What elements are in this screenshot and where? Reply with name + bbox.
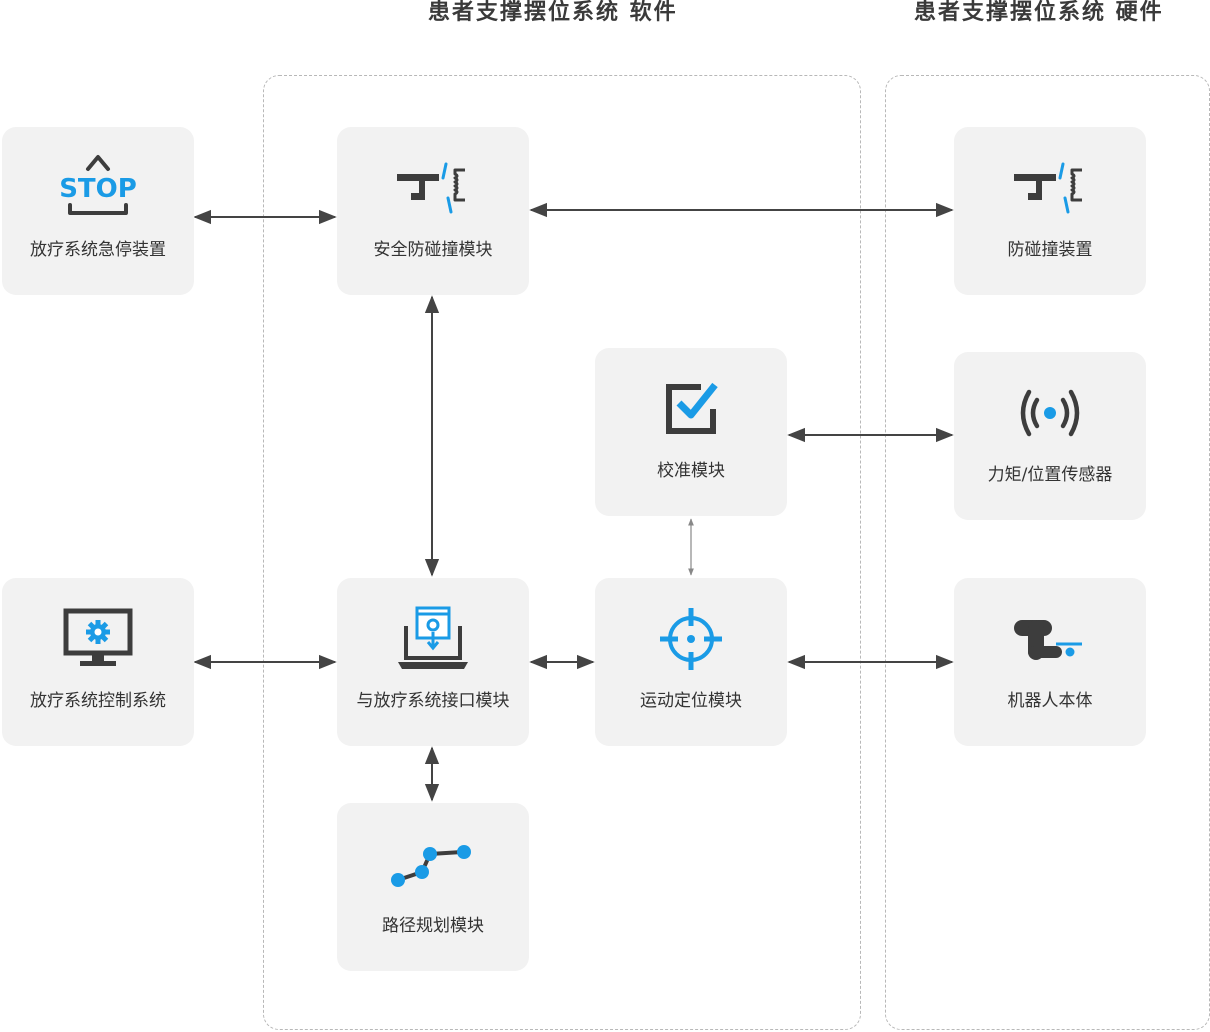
- node-robot: 机器人本体: [954, 578, 1146, 746]
- node-anticollision-label: 防碰撞装置: [1007, 240, 1093, 260]
- sensor-signal-icon: [954, 378, 1146, 448]
- crosshair-icon: [595, 604, 787, 674]
- software-section-title: 患者支撑摆位系统 软件: [428, 0, 678, 25]
- node-motion-label: 运动定位模块: [640, 691, 742, 711]
- node-motion: 运动定位模块: [595, 578, 787, 746]
- node-estop: STOP 放疗系统急停装置: [2, 127, 194, 295]
- path-icon: [337, 829, 529, 899]
- stop-text: STOP: [59, 174, 137, 204]
- laptop-interface-icon: [337, 604, 529, 674]
- node-control-label: 放疗系统控制系统: [30, 691, 166, 711]
- node-safety: 安全防碰撞模块: [337, 127, 529, 295]
- software-group: [263, 75, 861, 1030]
- node-calib: 校准模块: [595, 348, 787, 516]
- node-safety-label: 安全防碰撞模块: [373, 240, 493, 260]
- robot-arm-icon: [954, 604, 1146, 674]
- node-path-label: 路径规划模块: [382, 916, 484, 936]
- node-interface-label: 与放疗系统接口模块: [356, 691, 510, 711]
- hardware-section-title: 患者支撑摆位系统 硬件: [914, 0, 1164, 25]
- node-sensor: 力矩/位置传感器: [954, 352, 1146, 520]
- node-estop-label: 放疗系统急停装置: [30, 240, 166, 260]
- node-control: 放疗系统控制系统: [2, 578, 194, 746]
- node-interface: 与放疗系统接口模块: [337, 578, 529, 746]
- collision-icon: [337, 153, 529, 223]
- node-anticollision: 防碰撞装置: [954, 127, 1146, 295]
- node-robot-label: 机器人本体: [1007, 691, 1093, 711]
- stop-icon: STOP: [2, 153, 194, 223]
- node-path: 路径规划模块: [337, 803, 529, 971]
- node-sensor-label: 力矩/位置传感器: [987, 465, 1113, 485]
- checkbox-icon: [595, 374, 787, 444]
- monitor-gear-icon: [2, 604, 194, 674]
- node-calib-label: 校准模块: [657, 461, 725, 481]
- collision-icon: [954, 153, 1146, 223]
